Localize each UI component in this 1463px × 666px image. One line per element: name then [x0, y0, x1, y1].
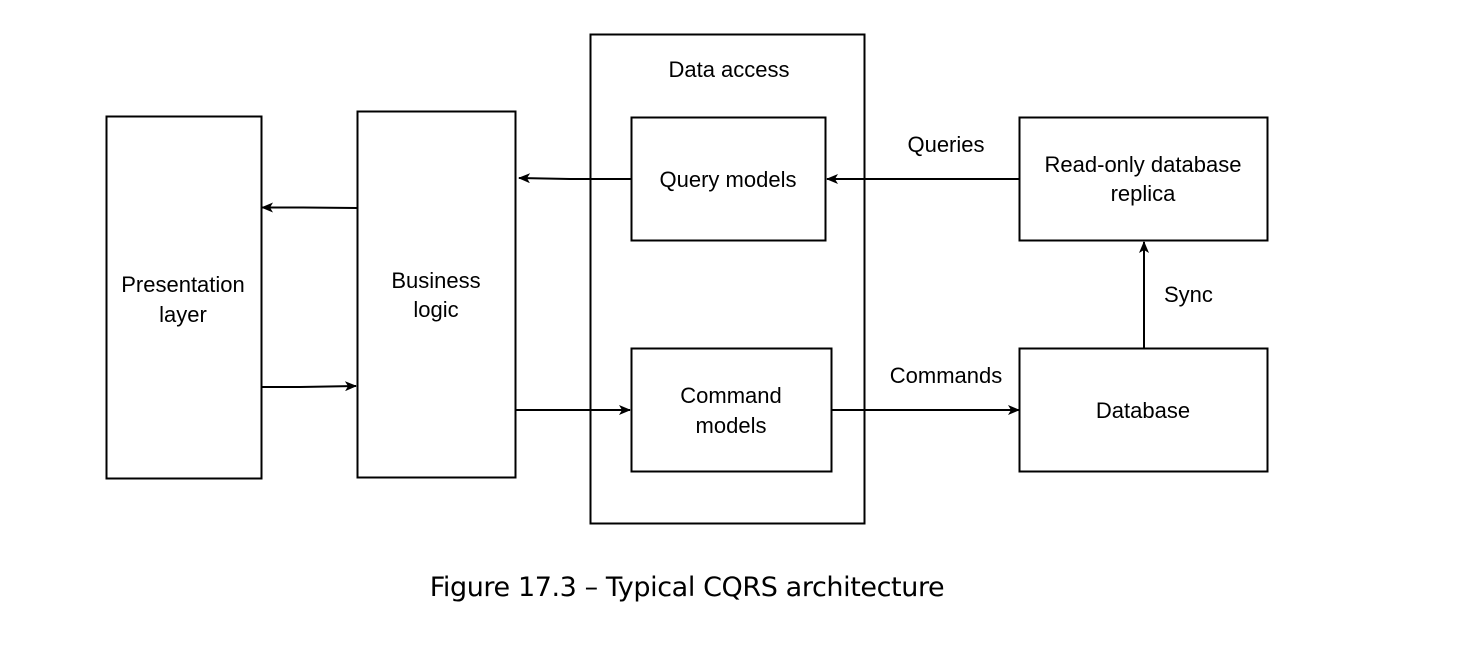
presentation-layer-box: Presentation layer: [105, 115, 263, 480]
business-logic-box: Business logic: [356, 110, 517, 479]
command-models-box: Command models: [630, 347, 833, 473]
query-models-label: Query models: [660, 167, 797, 192]
command-models-label-line2: models: [696, 413, 767, 438]
business-label-line2: logic: [413, 297, 458, 322]
arrows: [261, 173, 1149, 415]
business-label-line1: Business: [391, 268, 480, 293]
data-access-label: Data access: [668, 57, 789, 82]
arrow-presentation-to-business: [262, 381, 357, 392]
data-access-container: Data access: [589, 33, 866, 525]
database-box: Database: [1018, 347, 1269, 473]
replica-label-line2: replica: [1111, 181, 1177, 206]
command-models-label-line1: Command: [680, 383, 781, 408]
database-label: Database: [1096, 398, 1190, 423]
presentation-label-line2: layer: [159, 302, 207, 327]
sync-label: Sync: [1164, 282, 1213, 307]
query-models-box: Query models: [630, 116, 827, 242]
presentation-label-line1: Presentation: [121, 272, 245, 297]
queries-label: Queries: [907, 132, 984, 157]
replica-box: Read-only database replica: [1018, 116, 1269, 242]
cqrs-diagram: Data access Presentation layer Business …: [105, 33, 1269, 525]
arrow-query-to-business: [518, 173, 631, 184]
replica-label-line1: Read-only database: [1045, 152, 1242, 177]
arrow-business-to-presentation: [261, 202, 358, 213]
commands-label: Commands: [890, 363, 1002, 388]
figure-caption: Figure 17.3 – Typical CQRS architecture: [429, 572, 945, 603]
